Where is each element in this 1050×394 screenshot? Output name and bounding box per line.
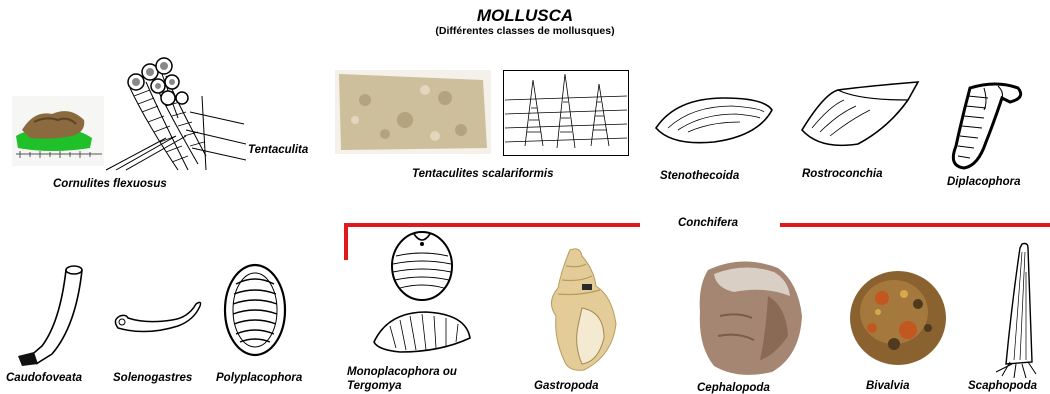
scaphopoda-drawing [990, 242, 1040, 378]
tentaculites-photo [335, 70, 491, 154]
label-caudofoveata: Caudofoveata [6, 372, 82, 384]
monoplacophora-drawing [370, 230, 474, 362]
label-polyplacophora: Polyplacophora [216, 372, 302, 384]
label-scaphopoda: Scaphopoda [968, 380, 1037, 392]
diagram-title: MOLLUSCA [0, 6, 1050, 26]
polyplacophora-drawing [222, 262, 288, 358]
caudofoveata-drawing [14, 262, 84, 366]
label-diplacophora: Diplacophora [947, 176, 1020, 188]
label-cephalopoda: Cephalopoda [697, 382, 770, 394]
label-conchifera: Conchifera [678, 217, 738, 229]
bivalvia-photo [848, 268, 948, 368]
label-cornulites-flexuosus: Cornulites flexuosus [53, 178, 167, 190]
label-solenogastres: Solenogastres [113, 372, 192, 384]
stenothecoida-drawing [652, 92, 776, 148]
cephalopoda-photo [694, 256, 806, 378]
solenogastres-drawing [106, 296, 206, 346]
diagram-subtitle: (Différentes classes de mollusques) [0, 25, 1050, 37]
gastropoda-photo [540, 246, 624, 374]
label-gastropoda: Gastropoda [534, 380, 599, 392]
tentaculites-drawing [503, 70, 629, 156]
cornulites-photo [12, 96, 104, 166]
diplacophora-drawing [944, 82, 1026, 172]
rostroconchia-drawing [798, 80, 922, 150]
cornulites-drawing [106, 52, 246, 172]
label-bivalvia: Bivalvia [866, 380, 909, 392]
label-monoplacophora-line1: Monoplacophora ou [347, 366, 457, 378]
label-rostroconchia: Rostroconchia [802, 168, 883, 180]
label-tentaculites-scalariformis: Tentaculites scalariformis [412, 168, 553, 180]
label-stenothecoida: Stenothecoida [660, 170, 739, 182]
label-tentaculita: Tentaculita [248, 144, 308, 156]
label-monoplacophora-line2: Tergomya [347, 380, 402, 392]
